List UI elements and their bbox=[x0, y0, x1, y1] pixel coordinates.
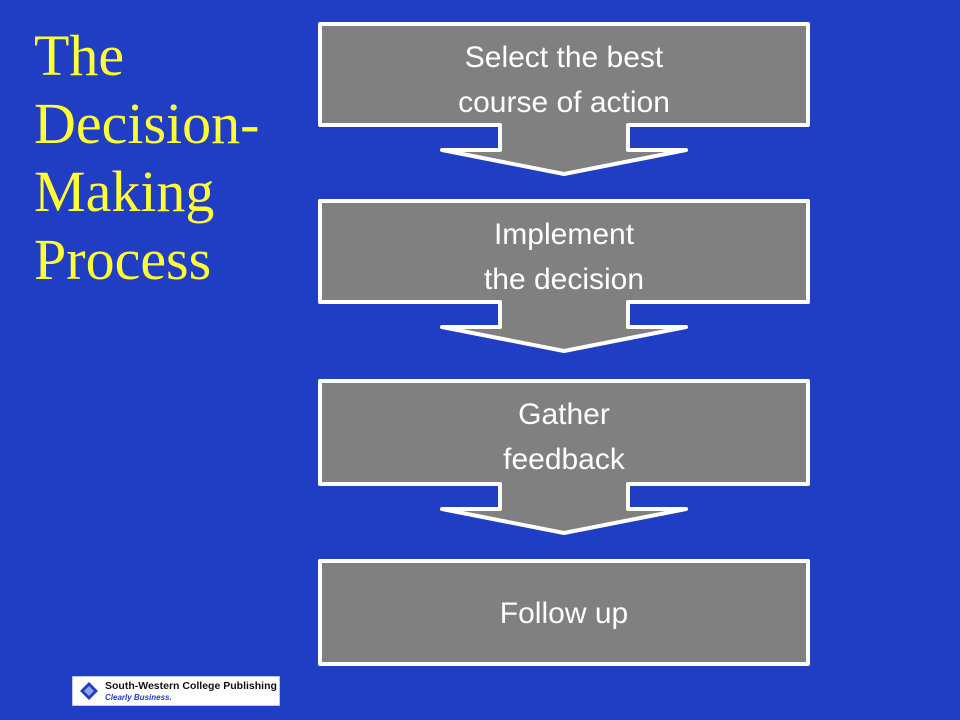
step-label-line: Select the best bbox=[465, 41, 664, 74]
step-box-shape bbox=[318, 559, 810, 666]
step-label-line: course of action bbox=[458, 86, 670, 119]
step-arrow-shape bbox=[318, 199, 810, 353]
step-follow-up: Follow up bbox=[318, 559, 810, 666]
title-line: The bbox=[34, 23, 125, 88]
slide-title: The Decision- Making Process bbox=[34, 22, 304, 294]
title-line: Process bbox=[34, 227, 212, 292]
step-label-line: Follow up bbox=[500, 597, 628, 630]
step-gather-feedback: Gather feedback bbox=[318, 379, 810, 535]
step-label-line: Implement bbox=[494, 218, 635, 251]
title-line: Decision- bbox=[34, 91, 260, 156]
step-arrow-shape bbox=[318, 379, 810, 535]
step-label-line: feedback bbox=[503, 443, 626, 476]
publisher-logo-icon bbox=[80, 682, 98, 700]
title-line: Making bbox=[34, 159, 215, 224]
step-label-line: Gather bbox=[518, 398, 610, 431]
step-label-line: the decision bbox=[484, 263, 644, 296]
step-arrow-shape bbox=[318, 22, 810, 176]
step-implement-decision: Implement the decision bbox=[318, 199, 810, 353]
publisher-tagline: Clearly Business. bbox=[105, 693, 172, 702]
step-select-best-course: Select the best course of action bbox=[318, 22, 810, 176]
publisher-name: South-Western College Publishing bbox=[105, 680, 277, 692]
publisher-logo: South-Western College Publishing Clearly… bbox=[72, 676, 280, 706]
